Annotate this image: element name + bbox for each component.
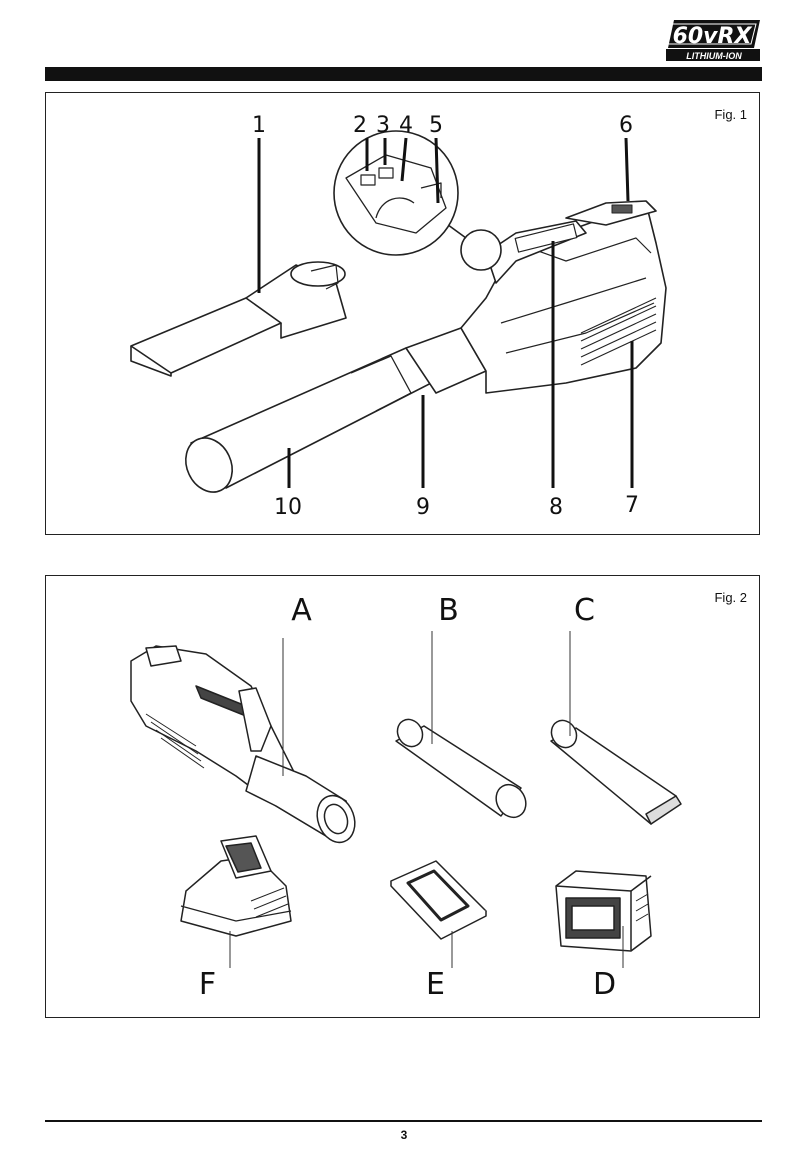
package-contents-illustration — [130, 631, 682, 968]
brand-logo: 60vRX LITHIUM-ION — [664, 18, 762, 62]
callout-A: A — [291, 593, 313, 628]
callout-D: D — [592, 967, 618, 1002]
callout-4: 4 — [399, 113, 413, 138]
footer-rule — [45, 1120, 762, 1122]
page-number: 3 — [400, 1128, 408, 1142]
callout-8: 8 — [549, 495, 563, 520]
figure-1-label: Fig. 1 — [714, 107, 747, 122]
figure-2-label: Fig. 2 — [714, 590, 747, 605]
header-bar — [45, 67, 762, 81]
figure-2-panel: Fig. 2 A B C D E F — [45, 575, 760, 1018]
callout-3: 3 — [376, 113, 390, 138]
blower-exploded-illustration — [130, 130, 667, 493]
callout-10: 10 — [274, 495, 302, 520]
callout-E: E — [426, 967, 446, 1002]
callout-7: 7 — [625, 493, 639, 518]
callout-C: C — [574, 593, 596, 628]
logo-model-text: 60vRX — [673, 24, 753, 49]
callout-B: B — [438, 593, 460, 628]
callout-6: 6 — [619, 113, 633, 138]
callout-F: F — [198, 967, 218, 1002]
callout-1: 1 — [252, 113, 266, 138]
logo-subtitle-text: LITHIUM-ION — [686, 51, 742, 61]
figure-1-panel: Fig. 1 1 2 3 4 5 6 7 8 9 10 — [45, 92, 760, 535]
callout-5: 5 — [429, 113, 443, 138]
callout-2: 2 — [353, 113, 367, 138]
callout-9: 9 — [416, 495, 430, 520]
